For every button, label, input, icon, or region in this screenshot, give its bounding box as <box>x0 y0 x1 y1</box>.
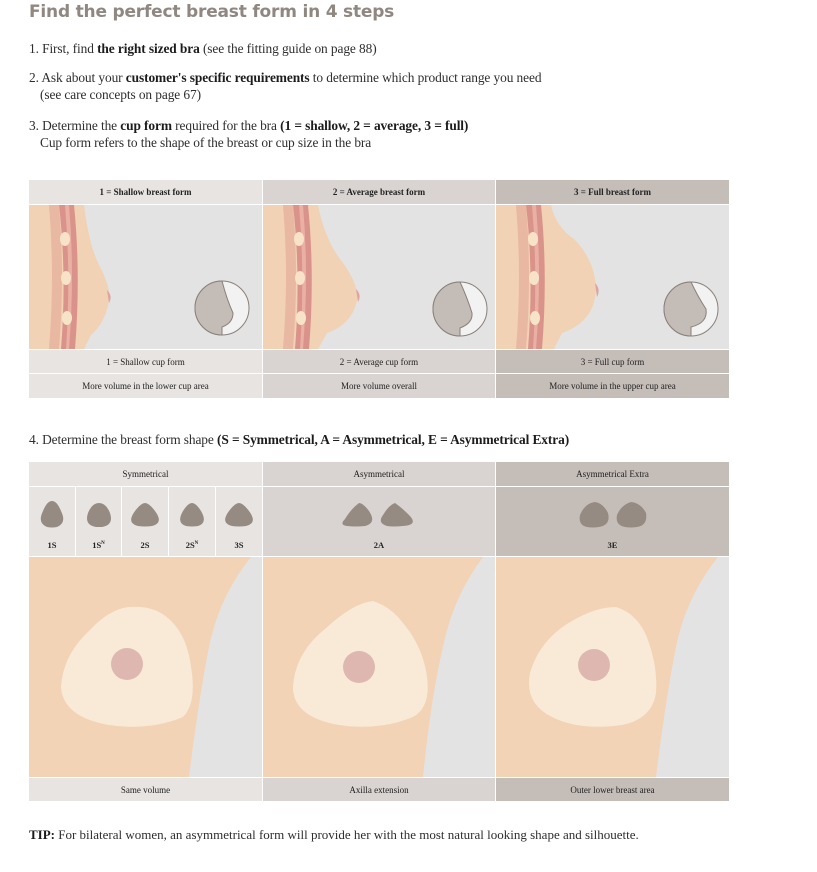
breast-form-on-body-icon <box>263 557 495 777</box>
tip-text: TIP: For bilateral women, an asymmetrica… <box>29 827 639 843</box>
shape-icons-row: 1S 1SN 2S 2SN 3S 2A <box>29 487 729 556</box>
cup-desc-full: More volume in the upper cup area <box>496 374 729 398</box>
side-profile-full-icon <box>496 205 719 349</box>
shape-2a: 2A <box>263 487 495 556</box>
cup-form-table: 1 = Shallow breast form 2 = Average brea… <box>29 180 729 398</box>
cup-header-full: 3 = Full breast form <box>496 180 729 204</box>
side-profile-average-icon <box>263 205 488 349</box>
step-3-bold2: (1 = shallow, 2 = average, 3 = full) <box>280 118 469 133</box>
cup-form-full: 3 = Full cup form <box>496 350 729 373</box>
shape-header-asymmetrical: Asymmetrical <box>263 462 495 486</box>
breast-form-on-body-icon <box>496 557 729 777</box>
step-2-bold: customer's specific requirements <box>125 70 310 85</box>
shape-code-2sn: 2S <box>185 540 195 550</box>
step-1-pre: First, find <box>38 41 98 56</box>
asymmetrical-form-photo <box>263 557 495 777</box>
breast-form-1sn-icon <box>86 503 111 527</box>
shape-1s: 1S <box>29 487 75 556</box>
shape-code-2s: 2S <box>140 540 150 550</box>
shape-3s: 3S <box>216 487 262 556</box>
step-1-post: (see the fitting guide on page 88) <box>199 41 377 56</box>
cup-form-average: 2 = Average cup form <box>263 350 495 373</box>
cup-form-illustration-row <box>29 205 729 349</box>
cup-header-shallow: 1 = Shallow breast form <box>29 180 262 204</box>
shape-header-asymmetrical-extra: Asymmetrical Extra <box>496 462 729 486</box>
full-breast-illustration <box>496 205 729 349</box>
step-2-pre: Ask about your <box>38 70 126 85</box>
shape-sup-2sn: N <box>194 541 199 547</box>
breast-form-3e-icon <box>579 502 646 528</box>
symmetrical-shapes: 1S 1SN 2S 2SN 3S <box>29 487 262 556</box>
tip-label: TIP: <box>29 827 55 842</box>
shape-1sn: 1SN <box>76 487 121 556</box>
breast-form-2sn-icon <box>180 503 204 527</box>
step-1: 1. First, find the right sized bra (see … <box>29 40 377 57</box>
step-1-bold: the right sized bra <box>97 41 200 56</box>
shape-code-3s: 3S <box>234 540 244 550</box>
shape-code-3e: 3E <box>607 540 618 550</box>
step-3-bold: cup form <box>120 118 172 133</box>
breast-form-2s-icon <box>131 503 159 527</box>
shape-code-1sn: 1S <box>92 540 102 550</box>
breast-form-3s-icon <box>225 503 253 527</box>
step-1-number: 1. <box>29 41 39 56</box>
shape-code-2a: 2A <box>373 540 385 550</box>
shape-footer-asymmetrical: Axilla extension <box>263 778 495 801</box>
step-4-pre: Determine the breast form shape <box>38 432 217 447</box>
shape-footer-symmetrical: Same volume <box>29 778 262 801</box>
cup-form-description-row: More volume in the lower cup area More v… <box>29 374 729 398</box>
shape-footer-row: Same volume Axilla extension Outer lower… <box>29 778 729 801</box>
tip-body: For bilateral women, an asymmetrical for… <box>55 827 639 842</box>
shape-header-symmetrical: Symmetrical <box>29 462 262 486</box>
shape-2sn: 2SN <box>169 487 215 556</box>
breast-form-1s-icon <box>40 501 64 528</box>
shape-2s: 2S <box>122 487 168 556</box>
shape-sup-1sn: N <box>101 541 105 547</box>
shape-photo-row <box>29 557 729 777</box>
step-2-line2: (see care concepts on page 67) <box>40 87 201 102</box>
shallow-breast-illustration <box>29 205 262 349</box>
cup-desc-average: More volume overall <box>263 374 495 398</box>
shape-header-row: Symmetrical Asymmetrical Asymmetrical Ex… <box>29 462 729 486</box>
shape-footer-asymmetrical-extra: Outer lower breast area <box>496 778 729 801</box>
symmetrical-form-photo <box>29 557 262 777</box>
step-3-pre: Determine the <box>38 118 121 133</box>
cup-form-header-row: 1 = Shallow breast form 2 = Average brea… <box>29 180 729 204</box>
step-4-bold: (S = Symmetrical, A = Asymmetrical, E = … <box>217 432 570 447</box>
breast-form-2a-icon <box>342 503 413 527</box>
cup-desc-shallow: More volume in the lower cup area <box>29 374 262 398</box>
average-breast-illustration <box>263 205 495 349</box>
step-2-number: 2. <box>29 70 39 85</box>
cup-header-average: 2 = Average breast form <box>263 180 495 204</box>
page-title: Find the perfect breast form in 4 steps <box>29 2 395 22</box>
step-2-post: to determine which product range you nee… <box>309 70 542 85</box>
cup-form-shallow: 1 = Shallow cup form <box>29 350 262 373</box>
step-3-post: required for the bra <box>171 118 281 133</box>
asymmetrical-extra-form-photo <box>496 557 729 777</box>
step-4: 4. Determine the breast form shape (S = … <box>29 431 569 448</box>
step-2: 2. Ask about your customer's specific re… <box>29 69 542 103</box>
shape-3e: 3E <box>496 487 729 556</box>
step-3-line2: Cup form refers to the shape of the brea… <box>40 135 372 150</box>
cup-form-name-row: 1 = Shallow cup form 2 = Average cup for… <box>29 350 729 373</box>
side-profile-shallow-icon <box>29 205 250 349</box>
breast-form-on-body-icon <box>29 557 262 777</box>
step-4-number: 4. <box>29 432 39 447</box>
step-3-number: 3. <box>29 118 39 133</box>
shape-code-1s: 1S <box>47 540 57 550</box>
step-3: 3. Determine the cup form required for t… <box>29 117 468 151</box>
shape-table: Symmetrical Asymmetrical Asymmetrical Ex… <box>29 462 729 801</box>
